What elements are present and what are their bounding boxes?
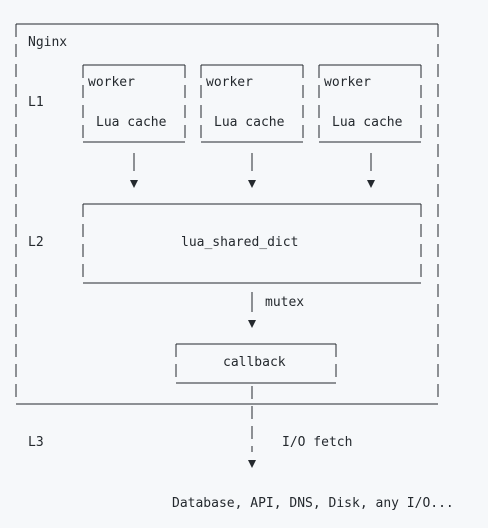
worker-1-cache: Lua cache (96, 115, 167, 130)
arrow-down-icon (367, 180, 375, 188)
callback-box (175, 343, 337, 384)
callback-label: callback (223, 355, 286, 370)
arrow-down-icon (248, 460, 256, 468)
shared-dict-box (82, 203, 422, 284)
arrow-down-icon (130, 180, 138, 188)
worker-2-title: worker (206, 75, 253, 90)
mutex-label: mutex (265, 295, 305, 310)
worker-box-3 (318, 64, 422, 143)
worker-3-title: worker (324, 75, 371, 90)
nginx-label: Nginx (28, 35, 68, 50)
level-l3-label: L3 (28, 435, 44, 450)
worker-3-cache: Lua cache (332, 115, 403, 130)
shared-dict-label: lua_shared_dict (181, 235, 299, 250)
worker-box-1 (82, 64, 186, 143)
worker-2-cache: Lua cache (214, 115, 285, 130)
nginx-box (15, 23, 439, 405)
level-l1-label: L1 (28, 95, 44, 110)
fetch-label: I/O fetch (282, 435, 353, 450)
worker-box-2 (200, 64, 304, 143)
destinations-label: Database, API, DNS, Disk, any I/O... (172, 496, 454, 511)
arrow-down-icon (248, 320, 256, 328)
level-l2-label: L2 (28, 235, 44, 250)
worker-1-title: worker (88, 75, 135, 90)
arrow-down-icon (248, 180, 256, 188)
